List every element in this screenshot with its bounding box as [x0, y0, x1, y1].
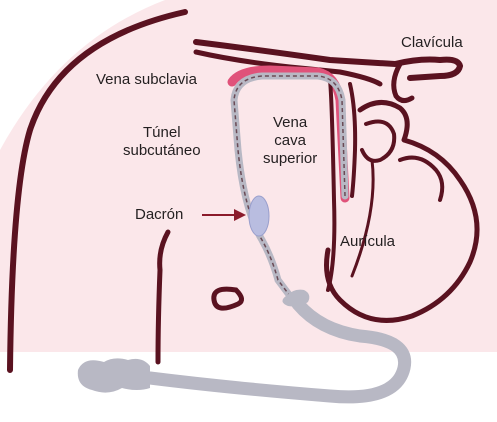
label-dacron: Dacrón — [135, 206, 183, 224]
label-subcutaneous-tunnel: Túnel subcutáneo — [123, 124, 201, 160]
label-superior-vena-cava-line3: superior — [263, 150, 317, 168]
label-superior-vena-cava-line1: Vena — [263, 114, 317, 132]
label-subcutaneous-tunnel-line2: subcutáneo — [123, 142, 201, 160]
label-clavicle: Clavícula — [401, 34, 463, 52]
label-subcutaneous-tunnel-line1: Túnel — [123, 124, 201, 142]
label-subclavian-vein: Vena subclavia — [96, 71, 197, 89]
dacron-cuff — [249, 196, 269, 236]
label-superior-vena-cava-line2: cava — [263, 132, 317, 150]
label-atrium: Aurícula — [340, 233, 395, 251]
chest-background — [0, 0, 497, 352]
catheter-hub — [78, 358, 150, 392]
label-superior-vena-cava: Vena cava superior — [263, 114, 317, 168]
